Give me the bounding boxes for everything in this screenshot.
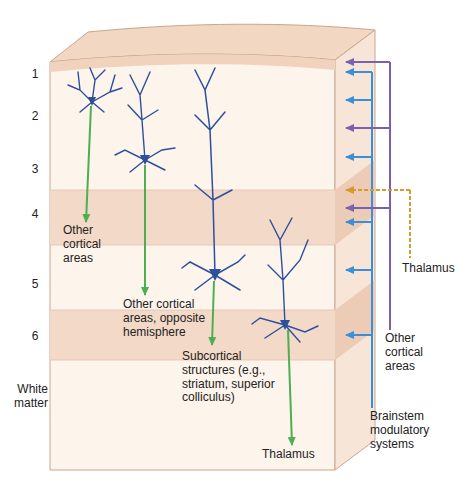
target-label: Other cortical areas, opposite hemispher…: [123, 298, 223, 339]
input-line: [389, 62, 391, 330]
layer-number: 4: [28, 208, 42, 222]
source-label: Brainstem modulatory systems: [370, 410, 450, 451]
input-arrow: [346, 71, 372, 73]
front-face: [50, 54, 335, 470]
target-label: Thalamus: [262, 448, 332, 462]
input-arrow: [346, 127, 390, 129]
axon-arrow: [86, 106, 91, 222]
neuron: [68, 68, 122, 112]
layer-band: [335, 280, 375, 360]
layer-number: 2: [28, 110, 42, 124]
input-arrow: [346, 189, 410, 191]
source-label: Thalamus: [402, 262, 472, 276]
axon-arrow: [288, 330, 292, 445]
neuron: [182, 68, 245, 290]
input-arrow: [346, 207, 390, 209]
layer-band: [335, 160, 375, 245]
cell-body: [88, 97, 96, 106]
cell-body: [209, 269, 221, 281]
input-arrow: [346, 156, 372, 158]
layer-number: 6: [28, 330, 42, 344]
input-arrow: [346, 221, 372, 223]
target-label: Subcortical structures (e.g., striatum, …: [182, 350, 277, 405]
layer-boundary: [50, 190, 335, 191]
layer-number: 5: [28, 278, 42, 292]
input-line: [409, 190, 411, 258]
neuron: [252, 218, 318, 342]
dendrite: [182, 68, 245, 290]
cell-body: [280, 320, 290, 330]
input-arrow: [346, 269, 372, 271]
input-arrow: [346, 334, 372, 336]
neuron: [115, 72, 175, 172]
input-line: [371, 72, 373, 408]
axon-arrow: [144, 165, 146, 295]
dendrite: [252, 218, 318, 342]
cell-body: [140, 155, 150, 165]
source-label: Other cortical areas: [385, 332, 440, 373]
dendrite: [68, 68, 122, 112]
axon-arrow: [212, 281, 214, 345]
layer-number: 3: [28, 163, 42, 177]
side-face: [335, 30, 375, 470]
region-label: White matter: [0, 383, 48, 411]
layer-number: 1: [28, 68, 42, 82]
input-arrow: [346, 99, 372, 101]
input-arrow: [346, 61, 390, 63]
dendrite: [115, 72, 175, 172]
target-label: Other cortical areas: [63, 224, 118, 265]
layer-band: [50, 54, 335, 72]
